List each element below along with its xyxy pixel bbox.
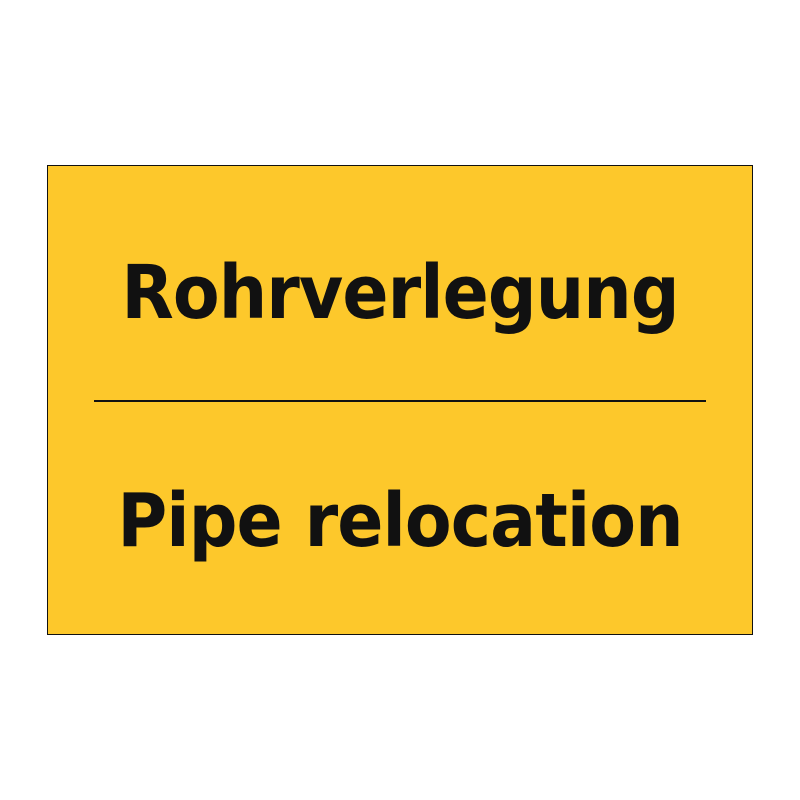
sign-title-german: Rohrverlegung: [121, 250, 679, 336]
sign-title-english: Pipe relocation: [117, 478, 683, 564]
sign-panel: Rohrverlegung Pipe relocation: [47, 165, 753, 635]
divider-line: [94, 400, 706, 402]
